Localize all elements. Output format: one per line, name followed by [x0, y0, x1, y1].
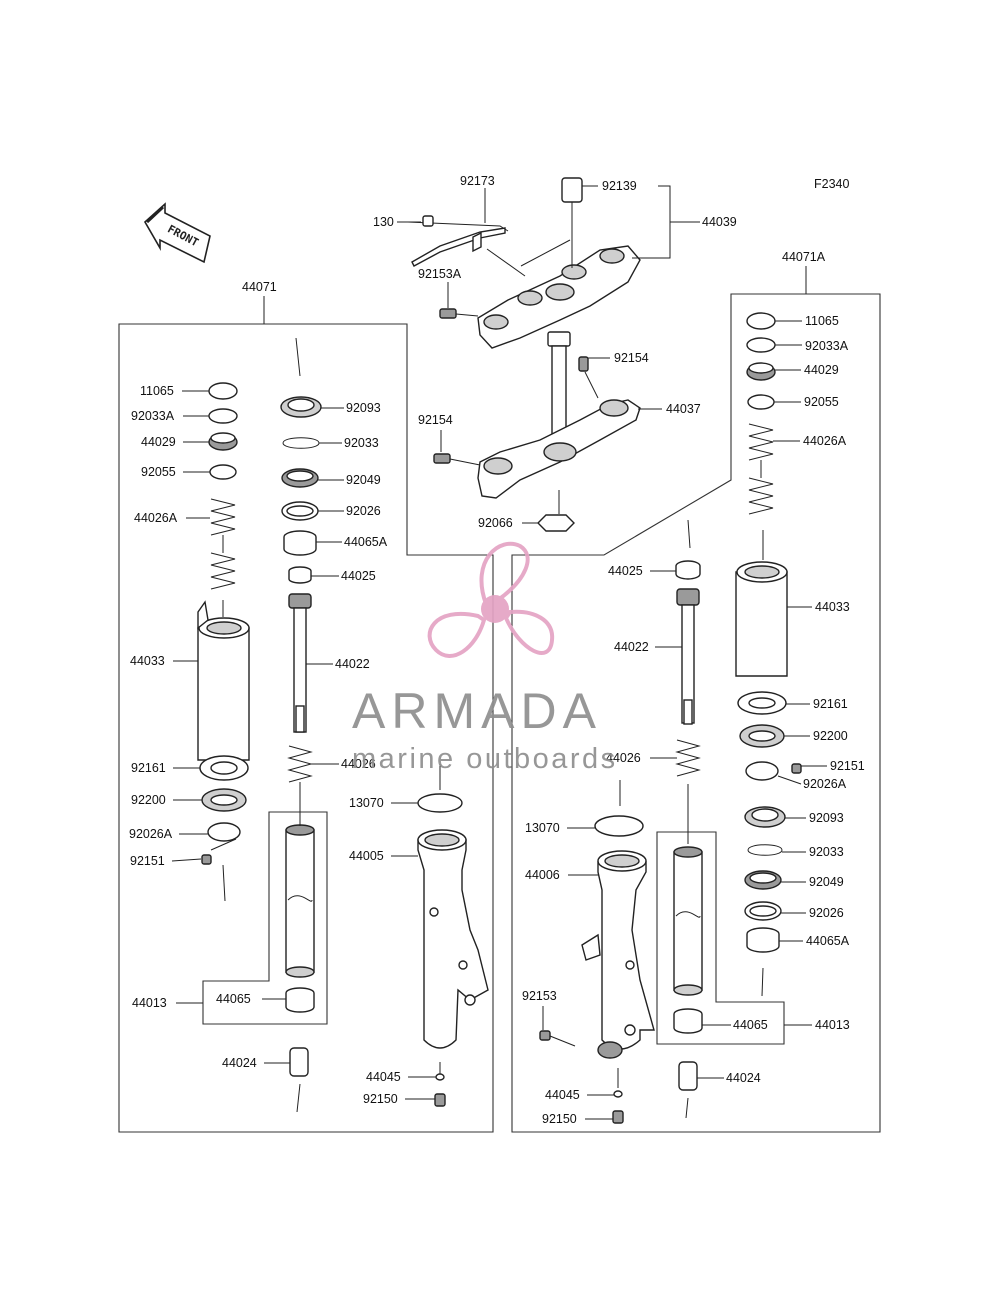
steering-stem-44037 — [433, 331, 641, 532]
label-R-44065: 44065 — [733, 1018, 768, 1032]
left-spring-44026 — [287, 745, 313, 783]
left-seal-stack — [280, 337, 322, 584]
label-L-44029: 44029 — [141, 435, 176, 449]
label-R-92153: 92153 — [522, 989, 557, 1003]
left-group-box — [118, 323, 494, 1133]
label-R-44013: 44013 — [815, 1018, 850, 1032]
label-L-44026A: 44026A — [134, 511, 178, 525]
left-lower-rings — [199, 755, 249, 865]
label-R-92033: 92033 — [809, 845, 844, 859]
label-L-44022: 44022 — [335, 657, 370, 671]
label-R-92161: 92161 — [813, 697, 848, 711]
label-R-92093: 92093 — [809, 811, 844, 825]
label-L-92026: 92026 — [346, 504, 381, 518]
watermark-tagline: marine outboards — [352, 743, 618, 775]
label-L-13070: 13070 — [349, 796, 384, 810]
label-R-92055: 92055 — [804, 395, 839, 409]
label-92173: 92173 — [460, 174, 495, 188]
label-R-44022: 44022 — [614, 640, 649, 654]
label-R-44045: 44045 — [545, 1088, 580, 1102]
left-cover-44033 — [197, 600, 250, 761]
right-outer-tube-44006 — [539, 850, 655, 1124]
label-L-11065: 11065 — [140, 384, 174, 398]
right-cover-44033 — [735, 530, 788, 677]
label-L-92033: 92033 — [344, 436, 379, 450]
label-L-92026A: 92026A — [129, 827, 173, 841]
watermark: ARMADA marine outboards — [352, 541, 618, 775]
left-fork-cap-stack — [208, 382, 238, 480]
right-spring-44026 — [675, 739, 701, 777]
label-R-13070: 13070 — [525, 821, 560, 835]
label-L-92150: 92150 — [363, 1092, 398, 1106]
label-L-44024: 44024 — [222, 1056, 257, 1070]
label-L-44033: 44033 — [130, 654, 165, 668]
right-damper-44013 — [656, 784, 785, 1045]
label-R-92151: 92151 — [830, 759, 865, 773]
label-92153A: 92153A — [418, 267, 462, 281]
label-R-92150: 92150 — [542, 1112, 577, 1126]
label-R-44029: 44029 — [804, 363, 839, 377]
label-L-92093: 92093 — [346, 401, 381, 415]
label-L-44065: 44065 — [216, 992, 251, 1006]
label-L-92033A: 92033A — [131, 409, 175, 423]
left-spring-44026A — [210, 498, 236, 590]
label-L-44013: 44013 — [132, 996, 167, 1010]
label-R-44026: 44026 — [606, 751, 641, 765]
label-R-44065A: 44065A — [806, 934, 850, 948]
label-R-92026A: 92026A — [803, 777, 847, 791]
watermark-brand: ARMADA — [352, 683, 602, 739]
label-L-92200: 92200 — [131, 793, 166, 807]
label-L-92055: 92055 — [141, 465, 176, 479]
right-outer-ring-13070 — [594, 780, 644, 837]
label-R-92026: 92026 — [809, 906, 844, 920]
left-outer-tube-44005 — [417, 764, 489, 1107]
stem-head-44039 — [477, 177, 641, 349]
right-seal-44025 — [675, 519, 701, 580]
label-R-44024: 44024 — [726, 1071, 761, 1085]
label-L-44065A: 44065A — [344, 535, 388, 549]
label-44071: 44071 — [242, 280, 277, 294]
label-92154-lower: 92154 — [418, 413, 453, 427]
left-piston-44022 — [288, 593, 312, 733]
label-L-44045: 44045 — [366, 1070, 401, 1084]
label-R-92033A: 92033A — [805, 339, 849, 353]
label-130: 130 — [373, 215, 394, 229]
label-L-44026: 44026 — [341, 757, 376, 771]
label-R-92049: 92049 — [809, 875, 844, 889]
label-92139: 92139 — [602, 179, 637, 193]
label-R-44026A: 44026A — [803, 434, 847, 448]
figure-code: F2340 — [814, 177, 849, 191]
label-L-92049: 92049 — [346, 473, 381, 487]
label-L-44025: 44025 — [341, 569, 376, 583]
label-R-44006: 44006 — [525, 868, 560, 882]
label-L-92161: 92161 — [131, 761, 166, 775]
right-piston-44022 — [676, 588, 700, 725]
label-R-11065: 11065 — [805, 314, 839, 328]
label-L-44005: 44005 — [349, 849, 384, 863]
label-L-92151: 92151 — [130, 854, 165, 868]
label-44037: 44037 — [666, 402, 701, 416]
right-lower-rings — [737, 691, 802, 997]
label-92154-upper: 92154 — [614, 351, 649, 365]
front-arrow-icon: FRONT — [143, 202, 211, 264]
label-92066: 92066 — [478, 516, 513, 530]
left-bushing-44024 — [289, 1047, 309, 1113]
right-cap-stack — [746, 312, 776, 410]
right-spring-44026A — [748, 423, 774, 515]
label-44071A: 44071A — [782, 250, 826, 264]
label-44039: 44039 — [702, 215, 737, 229]
label-R-44033: 44033 — [815, 600, 850, 614]
label-R-92200: 92200 — [813, 729, 848, 743]
propeller-logo-icon — [427, 541, 555, 658]
label-R-44025: 44025 — [608, 564, 643, 578]
right-bushing-44024 — [678, 1061, 698, 1119]
left-damper-44013 — [202, 782, 328, 1025]
